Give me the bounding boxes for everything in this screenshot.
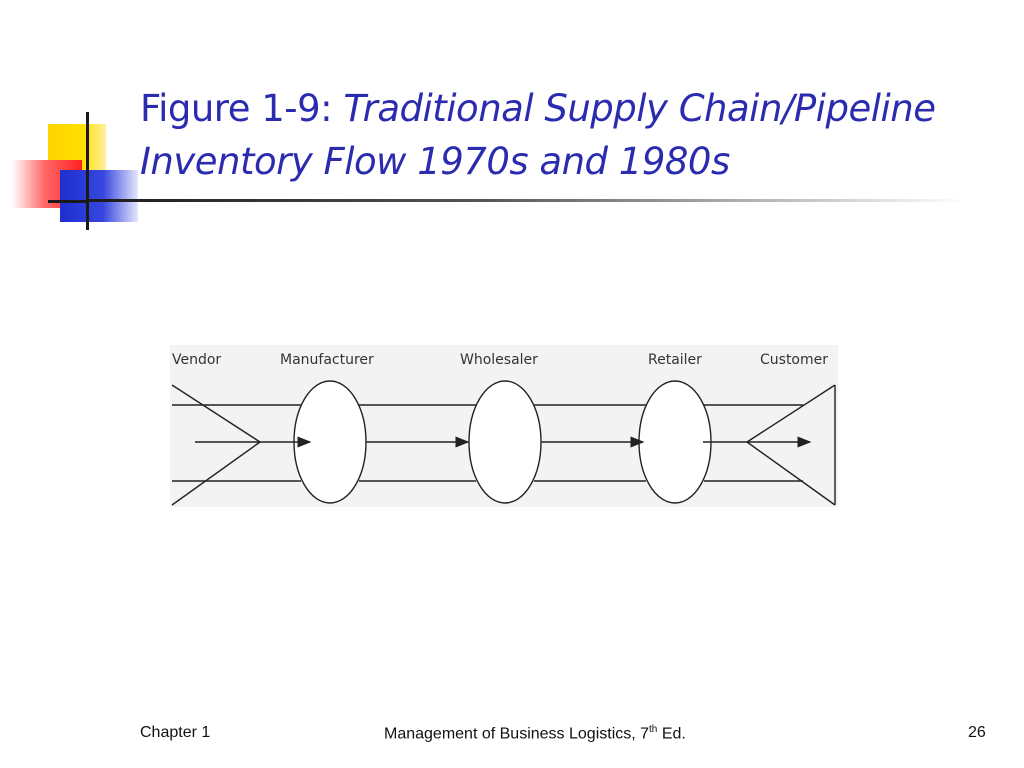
title-underline-rule: [86, 199, 966, 202]
supply-chain-svg: Vendor Manufacturer Wholesaler Retailer …: [171, 352, 836, 506]
footer-book-title-text: Management of Business Logistics, 7: [384, 725, 650, 743]
footer-edition-superscript: th: [649, 724, 658, 735]
slide-logo-decoration: [0, 100, 160, 230]
wholesaler-oval: [468, 380, 542, 504]
footer-page-number: 26: [968, 724, 986, 741]
retailer-oval: [638, 380, 712, 504]
logo-blue-square: [60, 170, 138, 222]
slide-title: Figure 1-9: Traditional Supply Chain/Pip…: [140, 82, 1000, 188]
supply-chain-diagram: Vendor Manufacturer Wholesaler Retailer …: [170, 345, 838, 507]
title-italic-line-2: Inventory Flow 1970s and 1980s: [140, 140, 730, 183]
stage-label-wholesaler: Wholesaler: [460, 352, 538, 368]
stage-label-customer: Customer: [760, 352, 828, 368]
customer-wedge: [746, 384, 836, 506]
logo-horizontal-line: [48, 200, 88, 203]
title-prefix: Figure 1-9:: [140, 87, 344, 130]
stage-label-vendor: Vendor: [172, 352, 221, 368]
title-italic-line-1: Traditional Supply Chain/Pipeline: [343, 87, 936, 130]
footer-book-title: Management of Business Logistics, 7th Ed…: [384, 724, 686, 743]
stage-label-retailer: Retailer: [648, 352, 702, 368]
logo-vertical-line: [86, 112, 89, 230]
stage-label-manufacturer: Manufacturer: [280, 352, 374, 368]
vendor-wedge: [171, 384, 261, 506]
footer-edition-suffix: Ed.: [657, 725, 686, 743]
footer-chapter: Chapter 1: [140, 724, 211, 741]
